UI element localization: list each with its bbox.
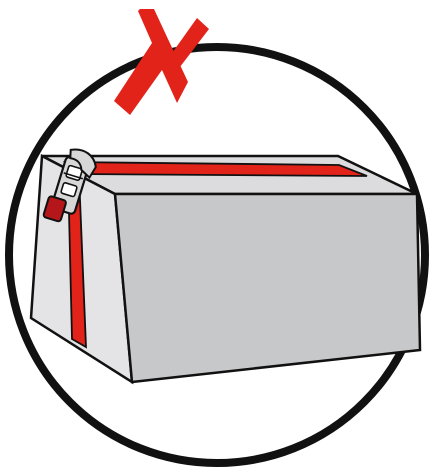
box-front-face — [115, 194, 420, 382]
strap-top-segment — [65, 162, 367, 176]
box — [31, 156, 420, 382]
